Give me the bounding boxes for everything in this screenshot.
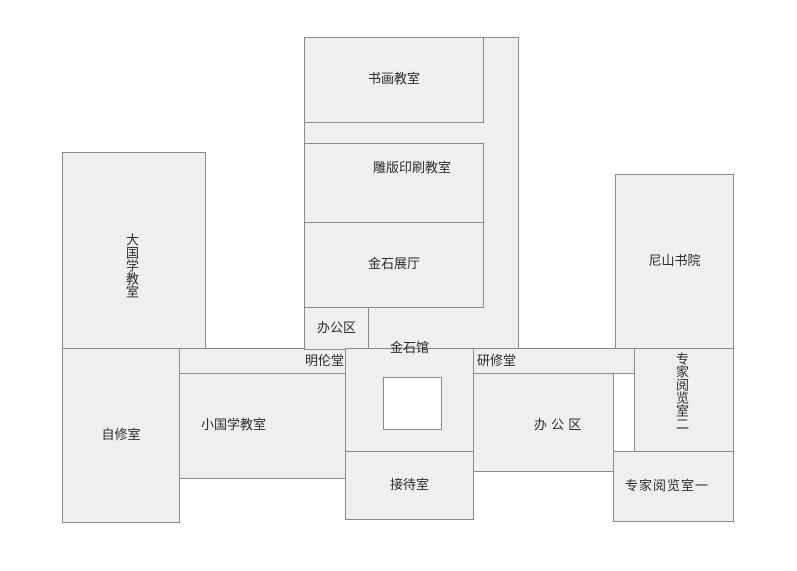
room-nishan-label: 尼山书院	[648, 253, 701, 269]
room-engraving[interactable]: 雕版印刷教室	[304, 143, 484, 223]
room-office-small[interactable]: 办公区	[304, 307, 369, 350]
room-nishan[interactable]: 尼山书院	[615, 174, 734, 349]
room-jinshi-hall-label: 金石展厅	[367, 257, 420, 272]
room-office-small-label: 办公区	[316, 320, 356, 336]
room-xiaoguoxue-label: 小国学教室	[201, 418, 267, 433]
room-expert-2-label: 专家阅览室二	[673, 352, 688, 430]
room-jinshi-guan[interactable]	[345, 348, 474, 452]
room-jinshi-guan-label: 金石馆	[390, 341, 430, 356]
mingluntang-label: 明伦堂	[305, 354, 345, 369]
room-office-large-label: 办 公 区	[534, 418, 582, 433]
room-reception-label: 接待室	[389, 477, 429, 493]
room-office-large[interactable]: 办 公 区	[473, 373, 614, 472]
room-expert-1[interactable]: 专家阅览室一	[613, 451, 734, 522]
room-calligraphy-label: 书画教室	[367, 72, 420, 87]
room-expert-2[interactable]: 专家阅览室二	[634, 348, 734, 452]
room-xiaoguoxue[interactable]: 小国学教室	[179, 373, 346, 479]
room-daguoxue-label: 大国学教室	[123, 233, 138, 298]
room-calligraphy[interactable]: 书画教室	[304, 37, 484, 123]
room-reception[interactable]: 接待室	[345, 451, 474, 520]
room-zixiu[interactable]: 自修室	[62, 348, 180, 523]
room-expert-1-label: 专家阅览室一	[625, 479, 710, 494]
room-jinshi-hall[interactable]: 金石展厅	[304, 222, 484, 308]
room-engraving-label: 雕版印刷教室	[373, 161, 452, 176]
yanxiutang-label: 研修堂	[477, 354, 517, 369]
room-daguoxue[interactable]: 大国学教室	[62, 152, 206, 349]
courtyard	[383, 377, 442, 430]
room-zixiu-label: 自修室	[101, 427, 141, 443]
